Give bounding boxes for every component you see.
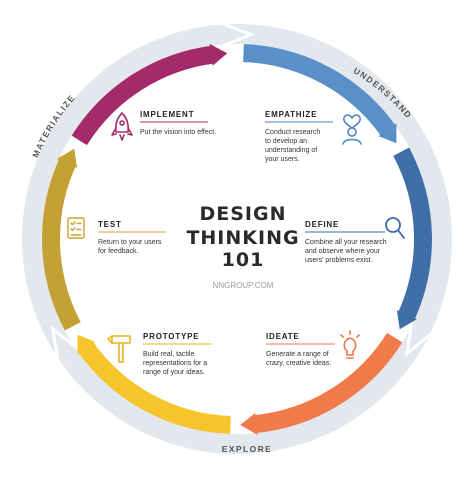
step-desc-ideate-1: Generate a range of (266, 351, 329, 358)
center-title-line-3: 101 (222, 249, 265, 271)
step-define: DEFINE Combine all your research and obs… (305, 217, 405, 264)
center-title-line-2: THINKING (186, 227, 299, 249)
hammer-icon (107, 335, 131, 363)
arrowhead-implement (209, 43, 228, 66)
step-title-ideate: IDEATE (266, 332, 300, 341)
step-empathize: EMPATHIZE Conduct research to develop an… (265, 110, 362, 163)
step-title-prototype: PROTOTYPE (143, 332, 199, 341)
segment-prototype (77, 340, 231, 434)
arrowhead-empathize (378, 123, 397, 144)
center-title-line-1: DESIGN (199, 203, 286, 225)
lightbulb-icon (340, 330, 360, 359)
step-desc-prototype-2: representations for a (143, 360, 207, 367)
cycle-segments (42, 44, 432, 434)
segment-implement (71, 45, 216, 146)
step-desc-empathize-1: Conduct research (265, 129, 320, 136)
step-desc-test-1: Return to your users (98, 239, 162, 246)
segment-empathize (243, 44, 397, 138)
step-prototype: PROTOTYPE Build real, tactile representa… (107, 332, 212, 376)
segment-test (42, 156, 81, 331)
step-desc-implement-1: Put the vision into effect. (140, 129, 216, 136)
step-implement: IMPLEMENT Put the vision into effect. (111, 110, 216, 141)
step-desc-test-2: for feedback. (98, 248, 139, 255)
outer-ring-pointer (221, 22, 256, 47)
step-desc-define-1: Combine all your research (305, 239, 387, 246)
outer-ring-pointer (404, 323, 433, 358)
arrowhead-define (396, 310, 417, 330)
step-desc-empathize-2: to develop an (265, 138, 307, 145)
step-test: TEST Return to your users for feedback. (67, 217, 166, 255)
step-desc-prototype-3: range of your ideas. (143, 369, 205, 376)
arrowhead-prototype (77, 334, 96, 355)
arrowhead-test (57, 148, 78, 168)
step-desc-prototype-1: Build real, tactile (143, 351, 194, 358)
checklist-icon (67, 217, 85, 239)
magnifier-icon (385, 217, 405, 239)
outer-ring-pointer (50, 325, 78, 361)
outer-ring (22, 24, 452, 454)
arrowhead-ideate (240, 413, 258, 435)
step-desc-ideate-2: crazy, creative ideas. (266, 360, 331, 367)
cycle-arrowheads (50, 22, 433, 435)
segment-define (393, 147, 432, 322)
segment-ideate (252, 332, 403, 434)
step-desc-empathize-3: understanding of (265, 147, 317, 154)
step-title-define: DEFINE (305, 220, 339, 229)
rocket-icon (111, 112, 133, 141)
site-credit: NNGROUP.COM (213, 281, 274, 290)
heart-person-icon (342, 114, 362, 145)
step-desc-define-3: users' problems exist. (305, 257, 373, 264)
step-desc-empathize-4: your users. (265, 156, 300, 163)
step-title-empathize: EMPATHIZE (265, 110, 317, 119)
step-desc-define-2: and observe where your (305, 248, 381, 255)
step-ideate: IDEATE Generate a range of crazy, creati… (266, 330, 360, 367)
step-title-test: TEST (98, 220, 122, 229)
phase-label-explore: EXPLORE (222, 444, 272, 454)
step-title-implement: IMPLEMENT (140, 110, 194, 119)
